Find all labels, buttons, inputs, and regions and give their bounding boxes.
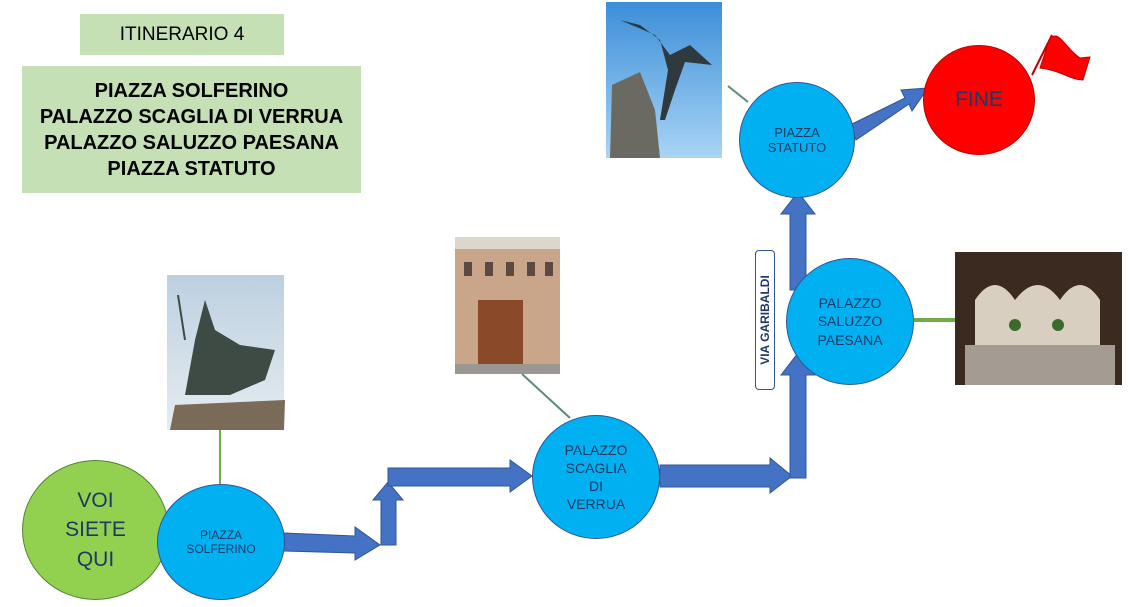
end-node: FINE (923, 45, 1035, 155)
connector-statuto-photo (727, 85, 749, 103)
photo-scaglia-palace (455, 237, 560, 374)
node-piazza-statuto: PIAZZA STATUTO (739, 82, 855, 198)
arrow-right-1 (283, 526, 381, 561)
itinerary-label: ITINERARIO 4 (80, 14, 284, 55)
node-palazzo-saluzzo: PALAZZO SALUZZO PAESANA (786, 258, 914, 385)
photo-saluzzo-courtyard (955, 252, 1122, 385)
arrow-up-1 (371, 481, 405, 546)
node-piazza-solferino: PIAZZA SOLFERINO (157, 484, 285, 600)
photo-solferino-statue (167, 275, 285, 430)
photo-statuto-angel (606, 2, 722, 158)
street-label-text: VIA GARIBALDI (758, 275, 772, 365)
itinerary-stops: PIAZZA SOLFERINO PALAZZO SCAGLIA DI VERR… (22, 66, 361, 193)
arrow-right-2 (387, 459, 533, 493)
arrow-right-3 (659, 456, 793, 495)
connector-scaglia-photo (521, 373, 571, 419)
node-palazzo-scaglia: PALAZZO SCAGLIA DI VERRUA (532, 415, 660, 539)
street-label-via-garibaldi: VIA GARIBALDI (755, 250, 775, 390)
flag-icon (1031, 34, 1091, 81)
arrow-diag (849, 87, 930, 141)
start-node: VOI SIETE QUI (22, 460, 169, 600)
